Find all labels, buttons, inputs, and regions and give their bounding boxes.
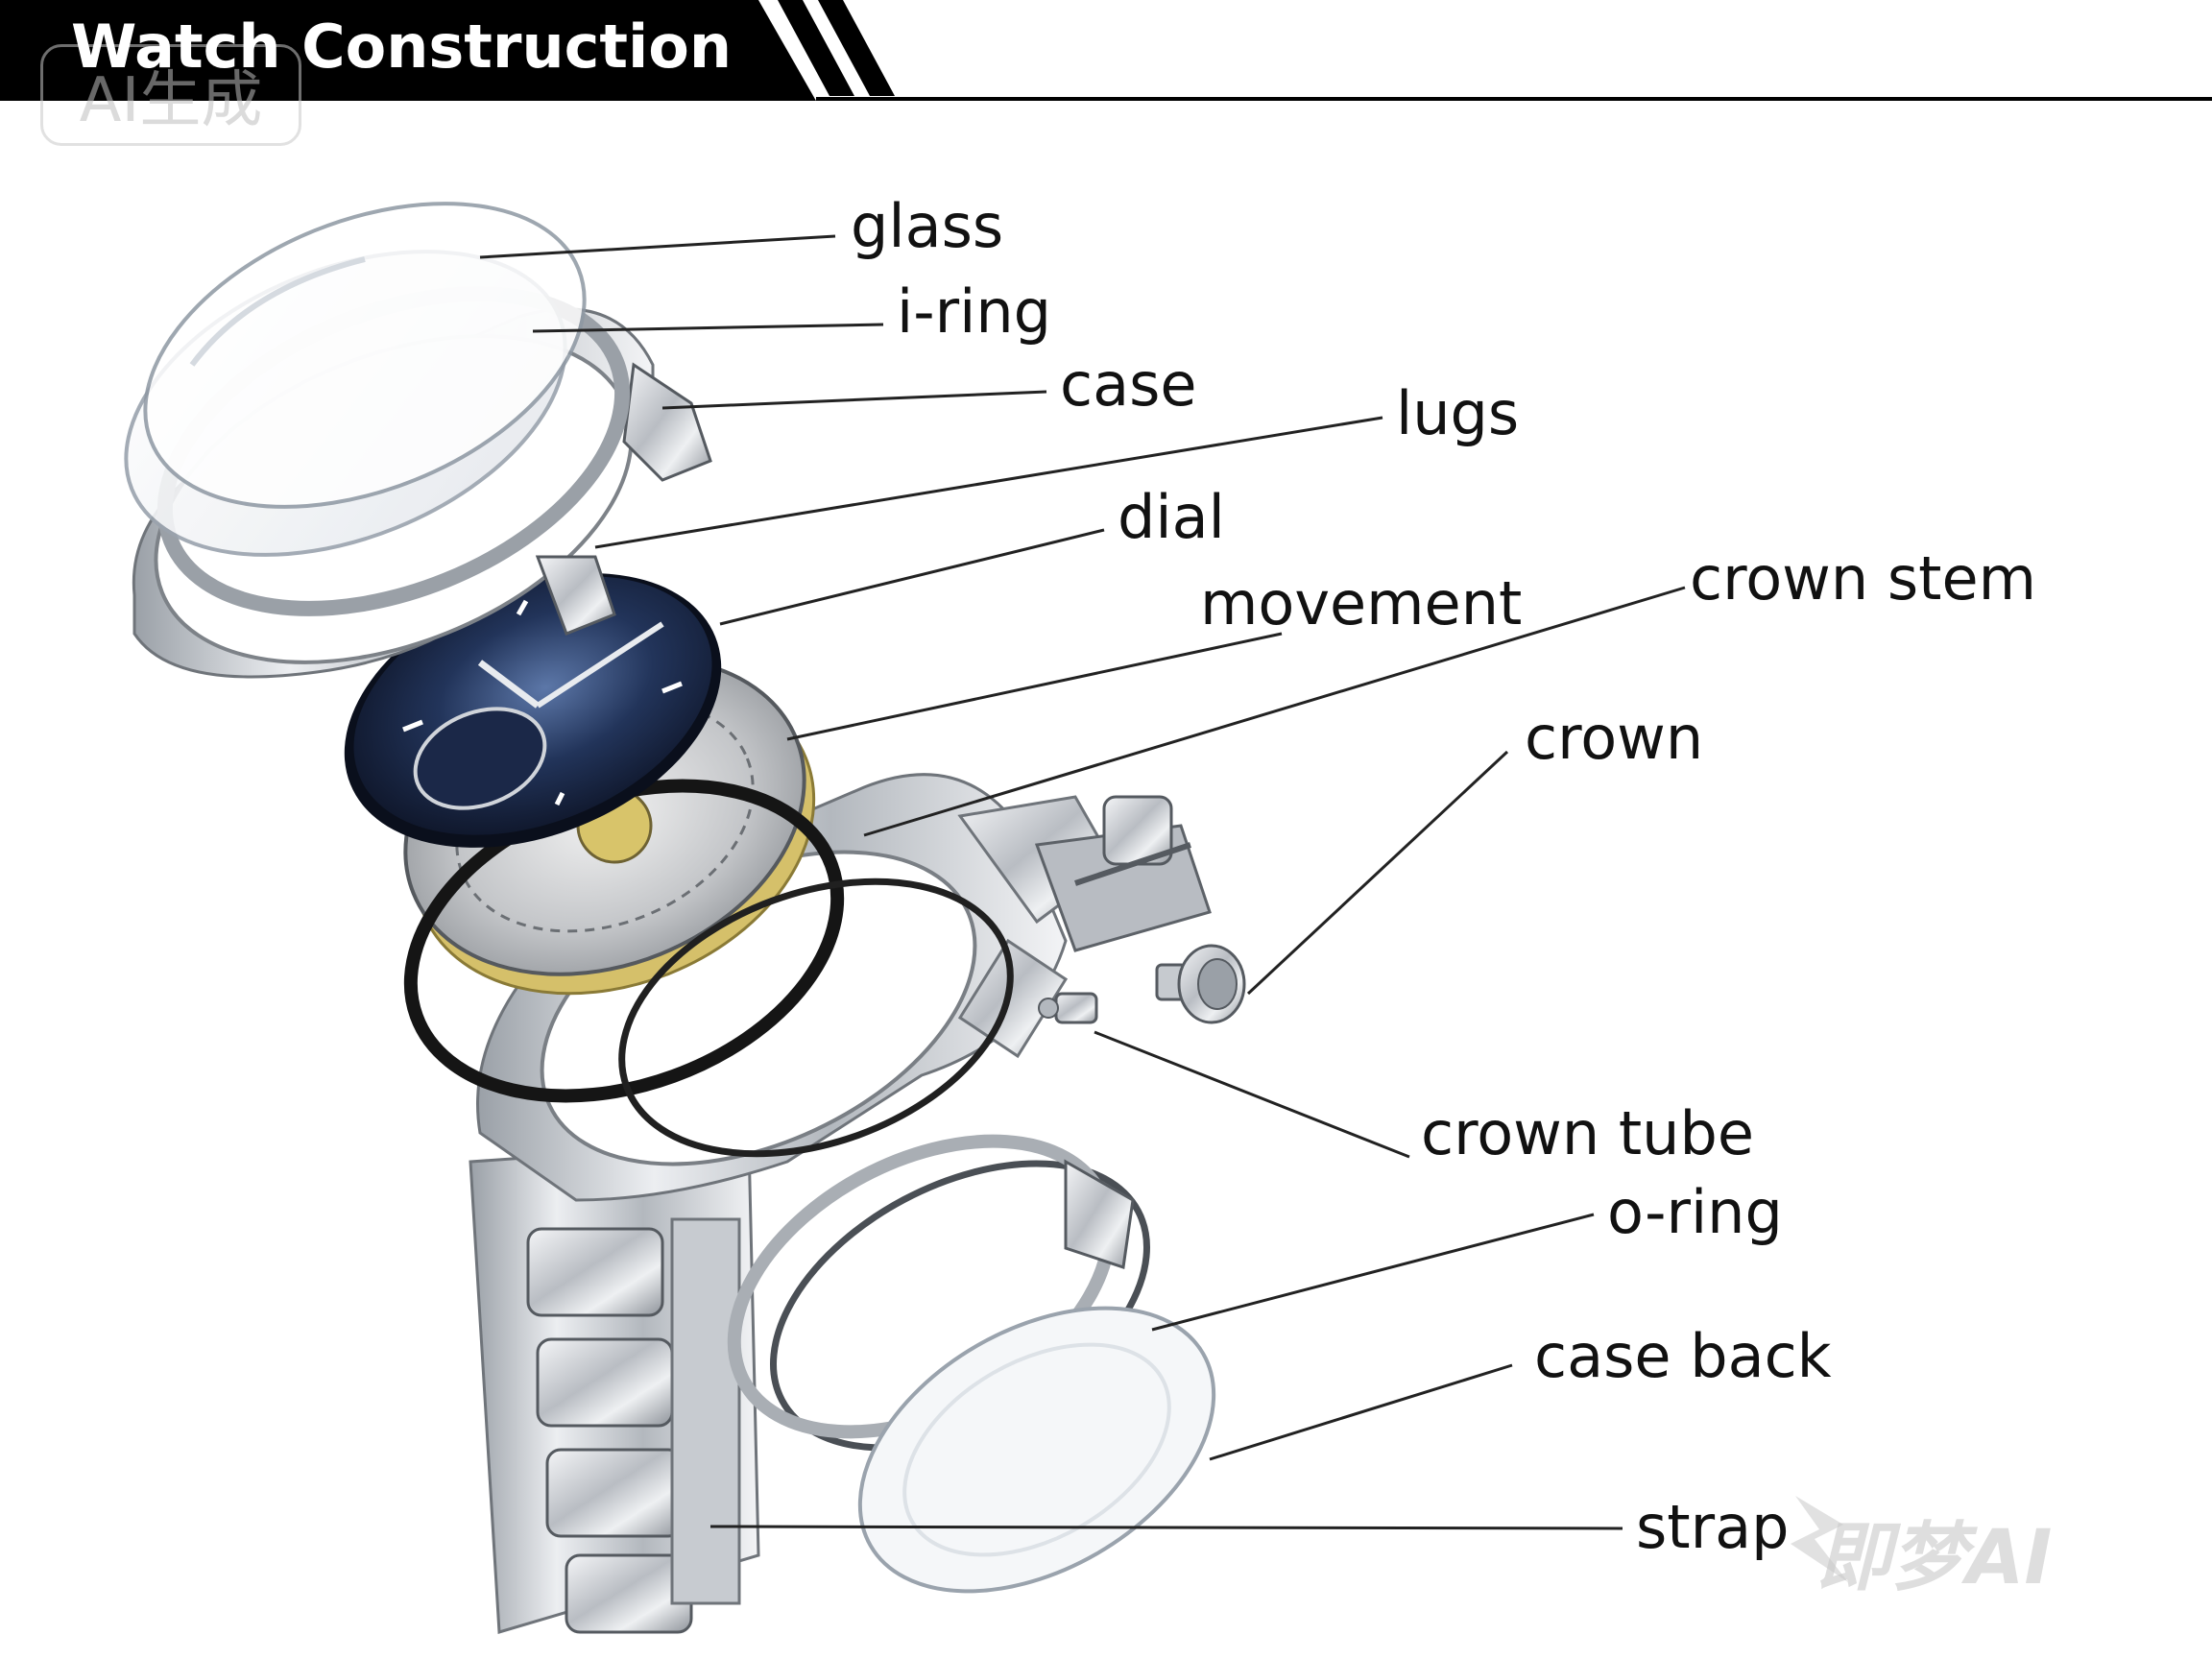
leader-line-movement (786, 632, 1283, 741)
header-banner-shape (0, 0, 2212, 101)
leader-line-crown (1246, 750, 1509, 996)
leader-line-i-ring (532, 323, 884, 333)
crown-stem-graphic (1074, 842, 1191, 886)
label-strap: strap (1636, 1492, 1790, 1562)
leader-line-case-back (1209, 1363, 1513, 1461)
leader-line-strap (709, 1525, 1623, 1530)
label-case: case (1060, 349, 1197, 420)
leader-line-crown-stem (863, 586, 1686, 837)
watermark-text: 即梦AI (1816, 1515, 2053, 1601)
leader-line-glass (479, 234, 836, 259)
label-crown-tube: crown tube (1421, 1098, 1754, 1168)
label-lugs: lugs (1396, 378, 1520, 448)
leader-line-crown-tube (1094, 1030, 1410, 1159)
dial-graphic (344, 573, 722, 848)
label-o-ring: o-ring (1607, 1177, 1783, 1247)
leader-line-dial (719, 528, 1105, 626)
label-dial: dial (1118, 482, 1225, 552)
label-crown: crown (1525, 703, 1704, 773)
leader-lines (479, 234, 1686, 1530)
leader-line-lugs (594, 416, 1383, 549)
watermark-logo-icon (1791, 1496, 1848, 1582)
header-bar (0, 0, 2212, 106)
label-movement: movement (1200, 568, 1523, 638)
crown-graphic (1155, 944, 1246, 1024)
inner-oring-graphic (618, 878, 1014, 1158)
case-back-graphic (727, 1134, 1216, 1594)
label-i-ring: i-ring (897, 276, 1051, 347)
crown-tube-graphic (1038, 992, 1098, 1024)
glass-graphic (124, 202, 587, 557)
leader-line-o-ring (1151, 1213, 1595, 1332)
page-title: Watch Construction (71, 12, 732, 82)
strap-graphic (469, 1141, 760, 1634)
leader-line-case (661, 390, 1047, 410)
ai-generated-badge: AI生成 (40, 44, 301, 146)
label-case-back: case back (1534, 1321, 1832, 1391)
label-glass: glass (851, 191, 1004, 261)
label-crown-stem: crown stem (1690, 543, 2037, 613)
